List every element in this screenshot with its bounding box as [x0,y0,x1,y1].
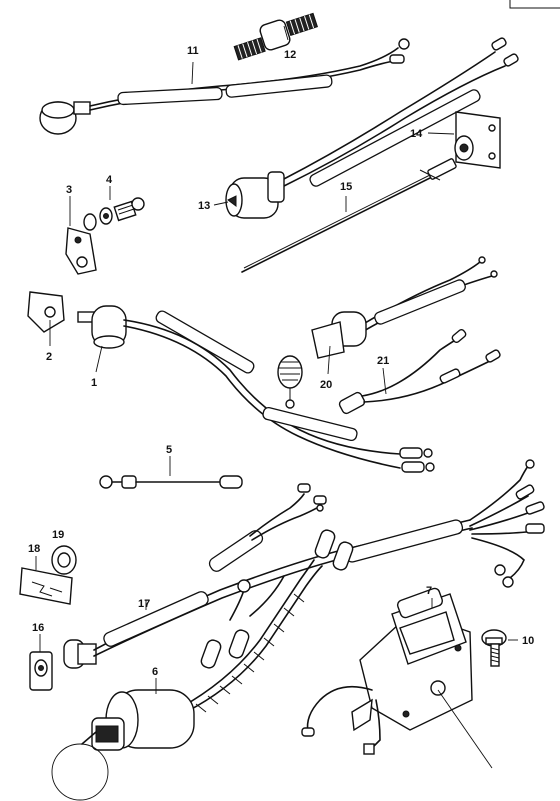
label-14: 14 [410,128,423,140]
label-15: 15 [340,181,352,193]
leader-21 [382,367,387,395]
part-17-main-harness[interactable] [63,459,545,669]
part-12-protector-sleeve[interactable] [233,12,319,61]
leader-14 [427,132,455,135]
label-17: 17 [138,598,150,610]
part-16-bracket[interactable] [29,651,53,691]
label-7: 7 [426,585,432,597]
part-13-cable-assembly[interactable] [225,37,519,219]
part-7-control-unit[interactable] [301,587,473,755]
part-3-plate[interactable] [65,227,97,275]
leader-12 [283,25,289,41]
label-10: 10 [522,635,534,647]
part-11-sender-lead[interactable] [39,38,410,135]
label-11: 11 [187,45,199,57]
label-18: 18 [28,543,40,555]
frame-corner [509,0,560,9]
part-5-ground-lead[interactable] [99,475,243,489]
label-2: 2 [46,351,52,363]
part-14-bracket[interactable] [454,111,501,169]
leader-20 [327,345,331,375]
leader-13 [213,201,229,206]
part-15-cable-band[interactable] [241,158,457,273]
label-5: 5 [166,444,172,456]
label-6: 6 [152,666,158,678]
label-4: 4 [106,174,113,186]
label-1: 1 [91,377,97,389]
label-3: 3 [66,184,72,196]
leader-11 [191,61,194,85]
part-20-key-switch-lead[interactable] [277,256,498,409]
label-12: 12 [284,49,296,61]
label-13: 13 [198,200,210,212]
part-18-label-plate[interactable] [19,567,73,605]
label-16: 16 [32,622,44,634]
part-1-switch-lead[interactable] [77,305,435,473]
label-20: 20 [320,379,332,391]
part-4-screw-washers[interactable] [83,197,145,231]
label-19: 19 [52,529,64,541]
part-10-bolt[interactable] [481,629,507,667]
part-6-main-switch[interactable] [51,528,354,801]
part-2-bracket[interactable] [27,291,65,333]
part-19-washer[interactable] [51,545,77,575]
label-21: 21 [377,355,389,367]
leader-1 [95,345,103,373]
part-21-lead-wire[interactable] [338,328,501,415]
leader-unlabeled [437,689,493,769]
